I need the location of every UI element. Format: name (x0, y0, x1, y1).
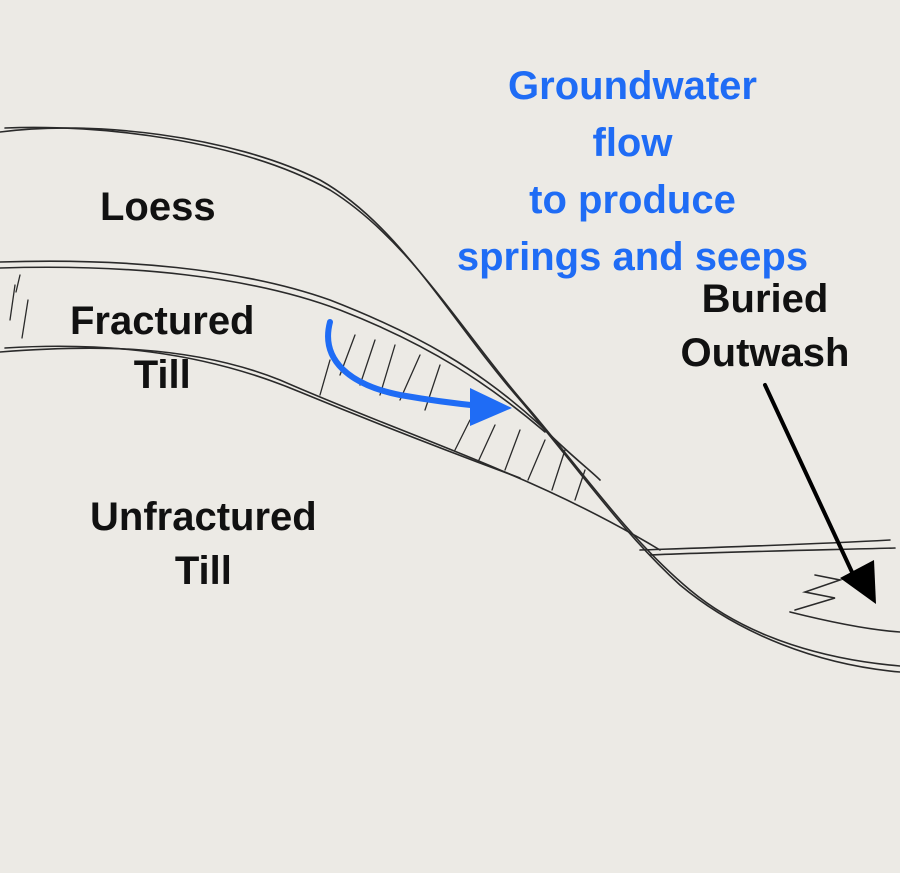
fractured-till-top-line (0, 260, 601, 481)
label-groundwater-flow: Groundwater flow to produce springs and … (425, 58, 840, 286)
fractured-till-hatching (9, 274, 586, 501)
groundwater-flow-arrow (325, 319, 512, 426)
ground-surface-line (0, 126, 900, 673)
label-loess: Loess (100, 185, 216, 229)
label-line: Till (133, 353, 191, 397)
label-line: Unfractured (90, 495, 317, 539)
label-line: Groundwater (508, 64, 757, 108)
label-line: Outwash (680, 331, 850, 375)
label-unfractured-till: Unfractured Till (90, 490, 317, 598)
label-line: to produce (529, 178, 736, 222)
label-fractured-till: Fractured Till (70, 294, 255, 402)
label-line: Fractured (70, 299, 255, 343)
label-line: Buried (701, 277, 829, 321)
label-line: springs and seeps (456, 235, 809, 279)
fractured-till-bottom-line (0, 345, 661, 551)
buried-outwash-pointer-arrow (763, 383, 876, 604)
label-buried-outwash: Buried Outwash (665, 272, 865, 380)
buried-outwash-lens (639, 539, 900, 633)
label-line: Till (174, 549, 232, 593)
label-line: flow (592, 121, 673, 165)
